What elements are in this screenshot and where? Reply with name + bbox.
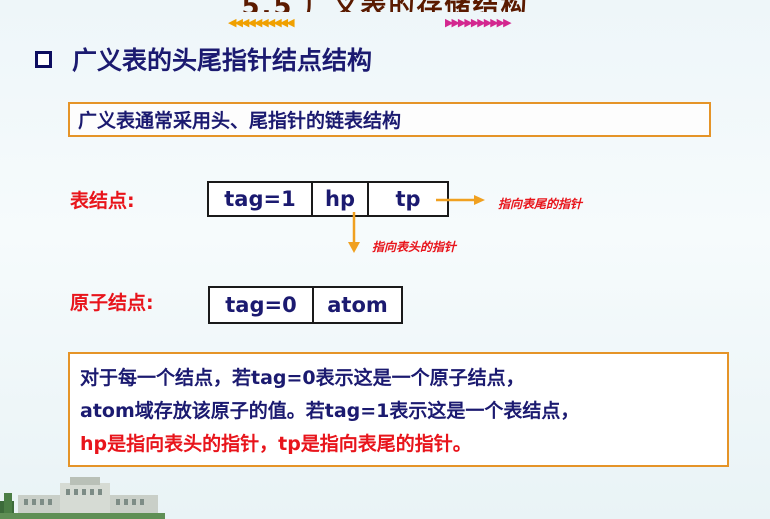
note-line-2: atom域存放该原子的值。若tag=1表示这是一个表结点， [80,400,580,422]
list-node-label: 表结点: [70,190,135,212]
note-line-3: hp是指向表头的指针，tp是指向表尾的指针。 [80,433,472,455]
tp-annotation: 指向表尾的指针 [498,197,583,211]
field-atom: atom [312,288,401,322]
arrow-down-icon [348,212,360,253]
arrow-right-icon [436,195,485,205]
intro-text: 广义表通常采用头、尾指针的链表结构 [78,110,402,132]
intro-box: 广义表通常采用头、尾指针的链表结构 [68,102,711,137]
section-heading: 广义表的头尾指针结点结构 [35,42,372,76]
atom-node-label: 原子结点: [70,292,154,314]
decorative-arrows-left: ◀◀◀◀◀◀◀◀◀◀ [228,16,295,29]
square-bullet-icon [35,50,52,68]
decorative-arrows-right: ▶▶▶▶▶▶▶▶▶▶ [445,16,512,29]
heading-text: 广义表的头尾指针结点结构 [72,46,373,75]
explanation-box: 对于每一个结点，若tag=0表示这是一个原子结点， atom域存放该原子的值。若… [68,352,729,467]
campus-building-image [0,477,165,519]
slide-title: 5.5 广义表的存储结构 [0,0,770,12]
note-line-1: 对于每一个结点，若tag=0表示这是一个原子结点， [80,367,525,389]
list-node-diagram: tag=1 hp tp [207,181,449,217]
field-tag: tag=0 [225,293,297,317]
atom-node-diagram: tag=0 atom [208,286,403,324]
hp-annotation: 指向表头的指针 [372,240,457,254]
field-tag: tag=1 [224,187,296,211]
field-tp: tp [367,183,447,215]
field-hp: hp [311,183,367,215]
